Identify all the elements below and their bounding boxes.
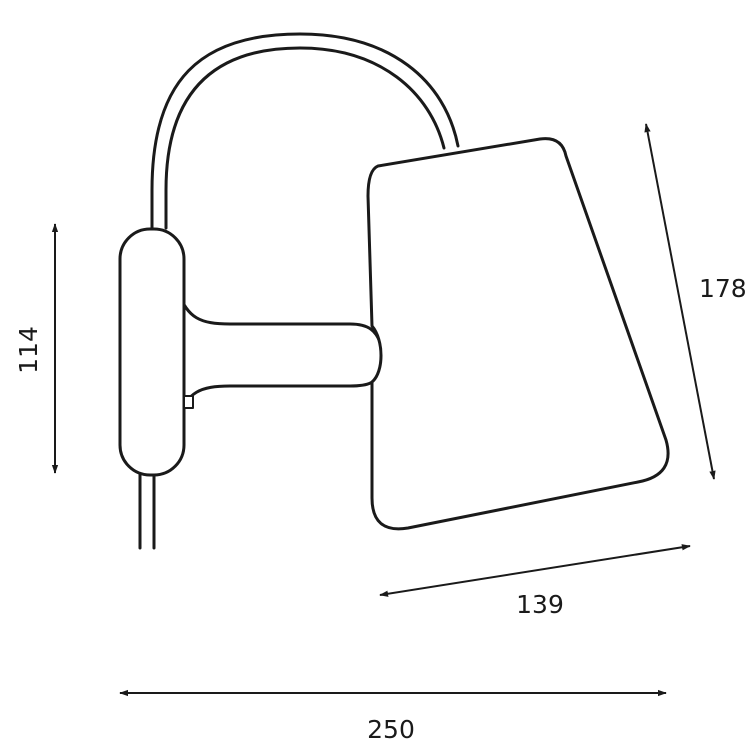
wall-plate	[118, 227, 186, 477]
dimension-label-shade-width: 139	[516, 590, 564, 619]
switch-button	[183, 395, 194, 409]
dimension-line-shade-height	[644, 123, 716, 480]
power-cord-arc	[150, 32, 460, 232]
lamp-arm	[176, 290, 385, 420]
dimension-label-total-width: 250	[367, 715, 415, 744]
dimension-label-height: 114	[14, 326, 43, 374]
dimension-label-shade-height: 178	[699, 274, 747, 303]
lamp-shade	[366, 137, 670, 531]
dimension-line-shade-width	[379, 544, 691, 597]
power-cord-arc-inner	[164, 46, 446, 230]
